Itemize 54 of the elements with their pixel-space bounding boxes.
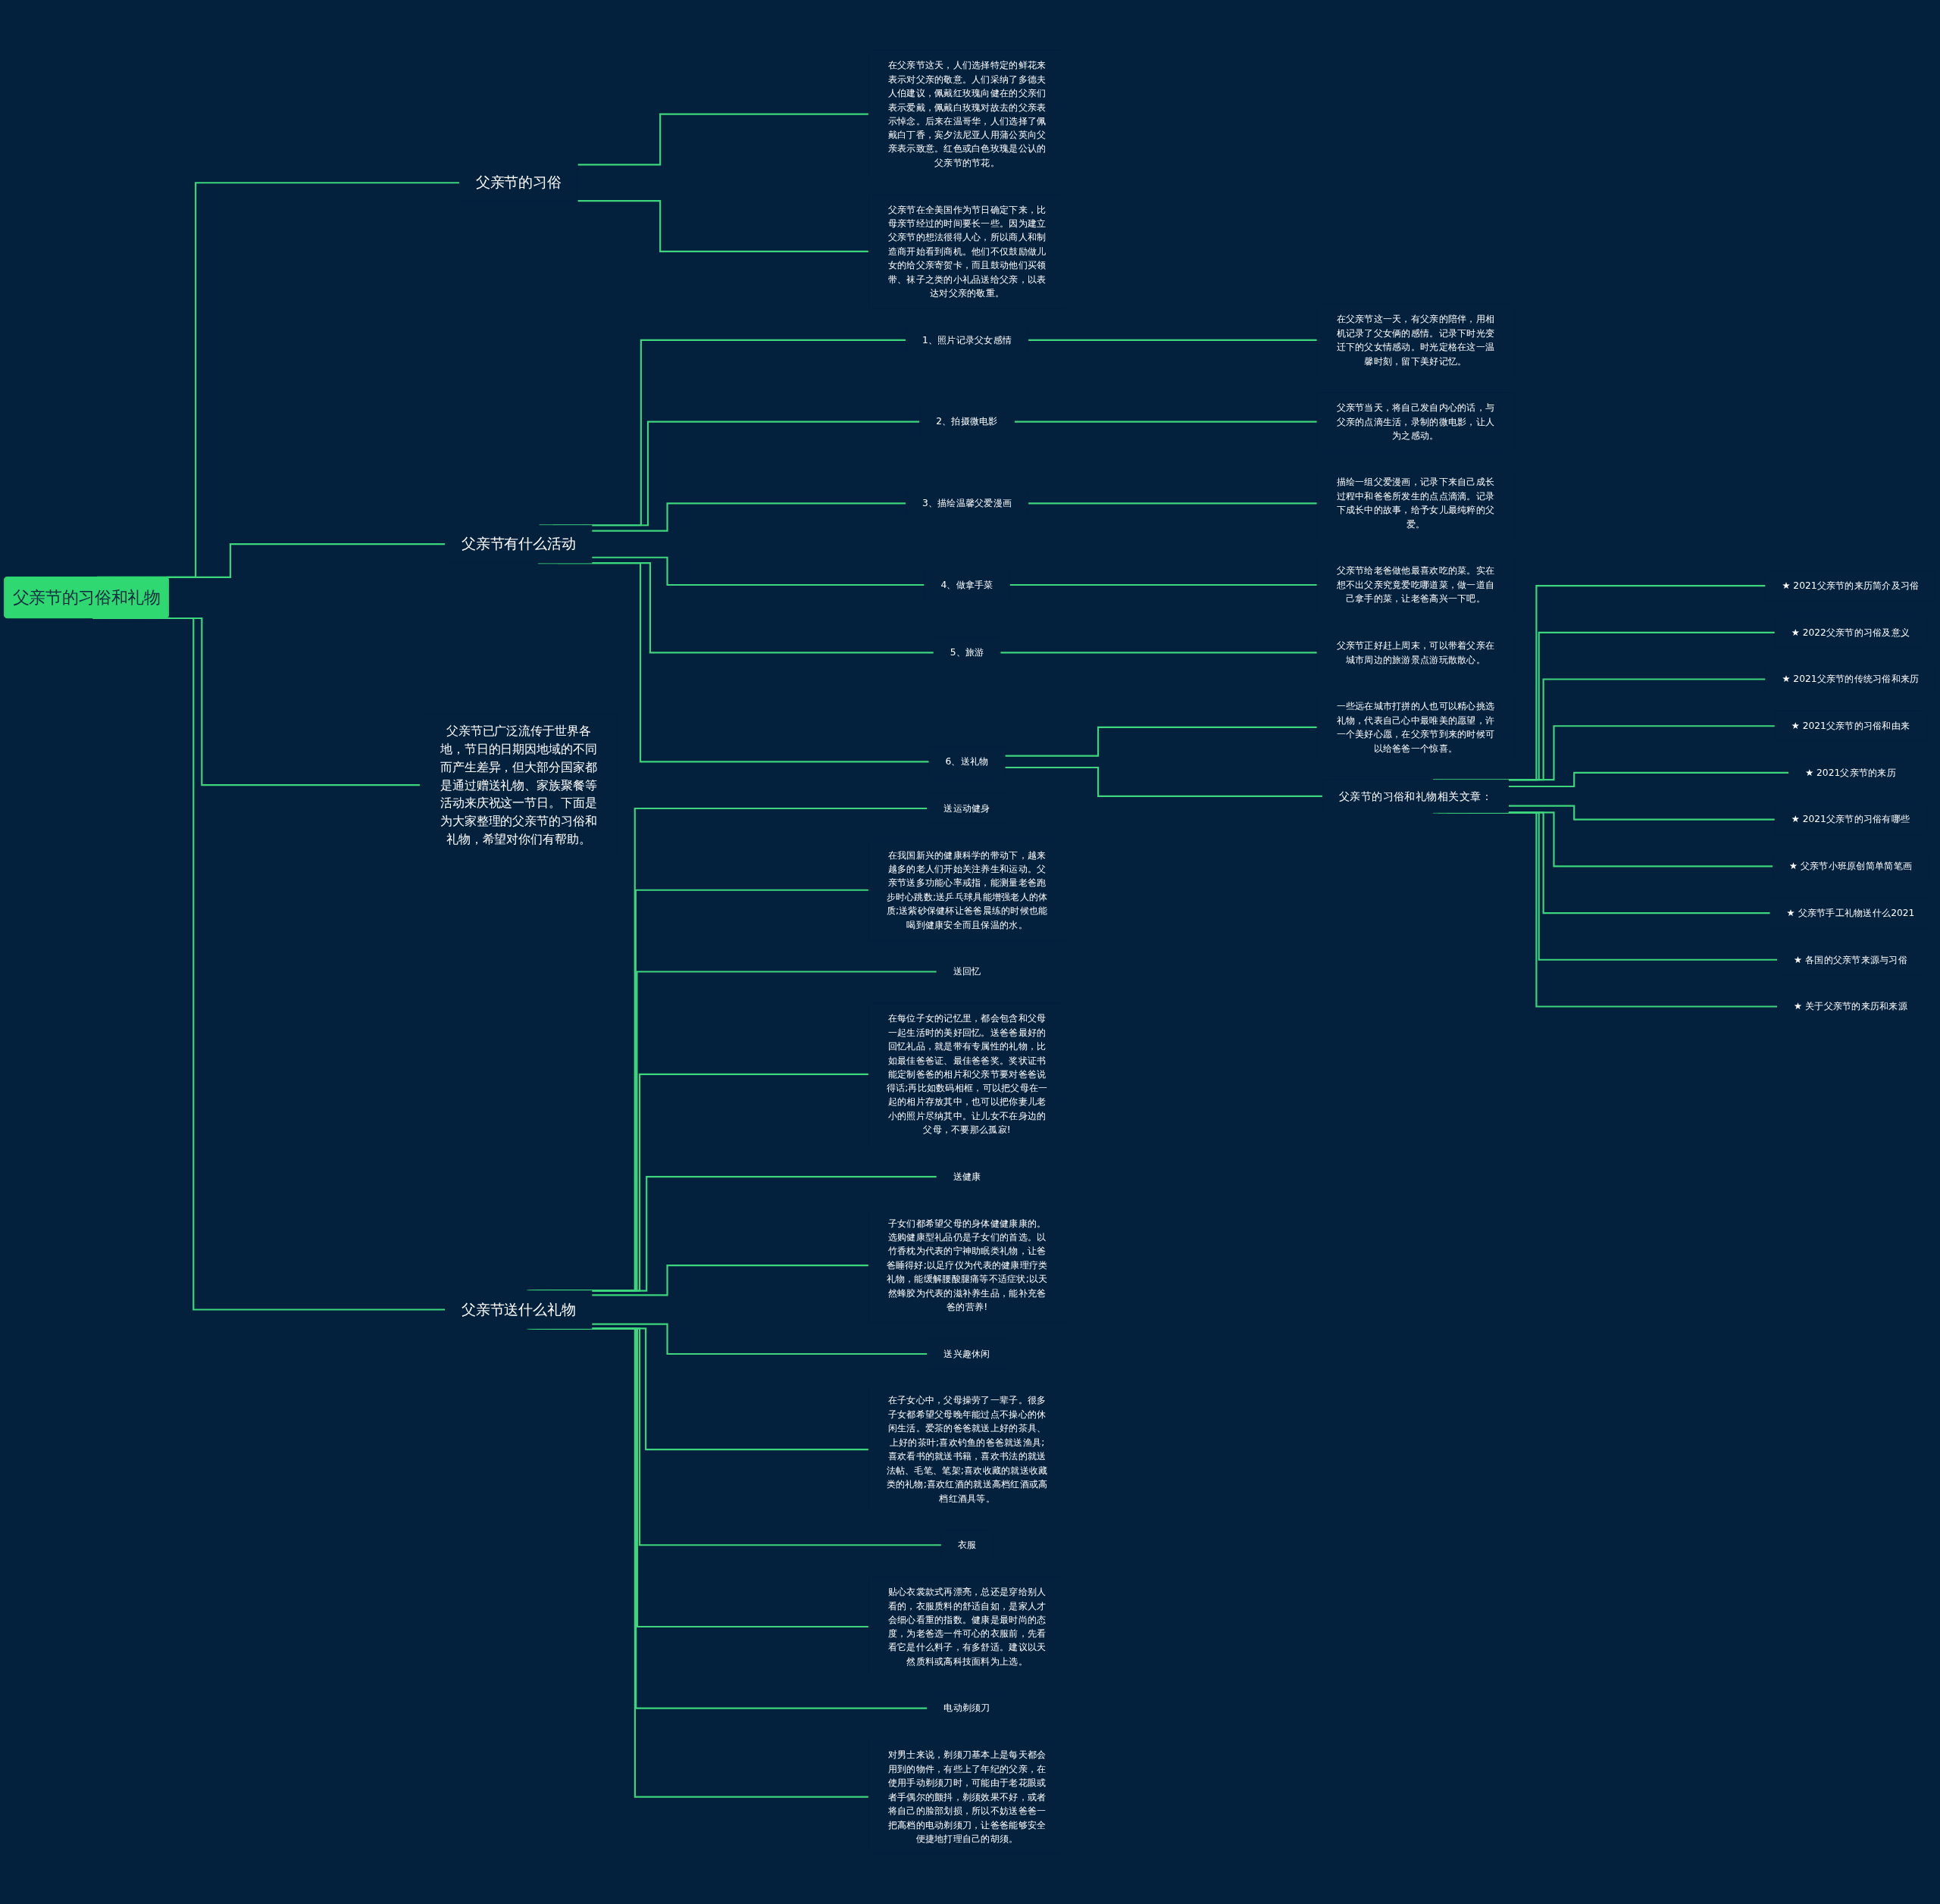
connector <box>1508 805 1776 821</box>
node-text: 在父亲节这一天，有父亲的陪伴，用相机记录了父女俩的感情。记录下时光变迁下的父女情感动。时光定格在这一温馨时刻，留下美好记忆。 <box>1336 313 1495 367</box>
node-text: 父亲节的习俗 <box>475 174 562 191</box>
connector <box>1028 502 1317 505</box>
connector <box>591 502 906 532</box>
node-text: 送回忆 <box>953 965 981 977</box>
node-text: ★ 2021父亲节的习俗有哪些 <box>1791 813 1910 825</box>
node-text: 对男士来说，剃须刀基本上是每天都会用到的物件，有些上了年纪的父亲，在使用手动剃须刀时，可能由于老花眼或者手偶尔的颤抖，剃须效果不好，或者将自己的脸部划损，所以不妨送爸爸一把高档的电动剃须刀，让爸爸能够安全便捷地打理自己的胡须。 <box>887 1749 1047 1844</box>
node-text: 贴心衣裳款式再漂亮，总还是穿给别人看的，衣服质料的舒适自如，是家人才会细心看重的指数。健康是最时尚的态度，为老爸选一件可心的衣服前，先看看它是什么料子，有多舒适。建议以天然质料或高科技面料为上选。 <box>887 1586 1047 1667</box>
connector <box>1005 766 1323 797</box>
node-text: ★ 2021父亲节的习俗和由来 <box>1791 720 1910 731</box>
node-text: 1、照片记录父女感情 <box>922 334 1012 345</box>
connector <box>1508 771 1789 788</box>
node-text: 父亲节给老爸做他最喜欢吃的菜。实在想不出父亲究竟爱吃哪道菜，做一道自己拿手的菜，让老爸高兴一下吧。 <box>1336 564 1495 605</box>
connector <box>1000 652 1317 654</box>
node-text: ★ 2021父亲节的传统习俗和来历 <box>1782 673 1920 685</box>
node-text: 2、拍摄微电影 <box>936 415 998 427</box>
connector <box>1014 421 1317 423</box>
node-text: ★ 关于父亲节的来历和来源 <box>1794 1000 1907 1012</box>
connector <box>166 543 446 578</box>
connector <box>1005 726 1317 757</box>
node-text: ★ 2022父亲节的习俗及意义 <box>1791 627 1910 638</box>
node-text: ★ 父亲节小班原创简单简笔画 <box>1788 860 1913 872</box>
node-text: 父亲节已广泛流传于世界各地，节日的日期因地域的不同而产生差异，但大部分国家都是通过赠送礼物、家族聚餐等活动来庆祝这一节日。下面是为大家整理的父亲节的习俗和礼物，希望对你们有帮助。 <box>440 724 597 846</box>
node-text: ★ 各国的父亲节来源与习俗 <box>1794 954 1907 965</box>
node-text: 电动剃须刀 <box>943 1702 990 1714</box>
node-text: 描绘一组父爱漫画，记录下来自己成长过程中和爸爸所发生的点点滴滴。记录下成长中的故事，给予女儿最纯粹的父爱。 <box>1336 476 1495 530</box>
node-text: 子女们都希望父母的身体健健康康的。选购健康型礼品仍是子女们的首选。以竹香枕为代表的宁神助眠类礼物，让爸爸睡得好;以足疗仪为代表的健康理疗类礼物，能缓解腰酸腿痛等不适症状;以天然蜂胶为代表的滋补养生品，能补充爸爸的营养! <box>886 1218 1048 1312</box>
connector <box>591 1323 928 1355</box>
node-text: 父亲节正好赶上周末，可以带着父亲在城市周边的旅游景点游玩散散心。 <box>1336 639 1495 665</box>
connector <box>1028 339 1317 341</box>
node-text: 衣服 <box>957 1539 977 1550</box>
node-text: 3、描绘温馨父爱漫画 <box>922 497 1012 508</box>
connector <box>1009 583 1317 586</box>
connector <box>591 556 925 586</box>
node-text: 在父亲节这天，人们选择特定的鲜花来表示对父亲的敬意。人们采纳了多德夫人伯建议，佩戴红玫瑰向健在的父亲们表示爱戴，佩戴白玫瑰对故去的父亲表示悼念。后来在温哥华，人们选择了佩戴白丁香，宾夕法尼亚人用蒲公英向父亲表示致意。红色或白色玫瑰是公认的父亲节的节花。 <box>887 59 1047 168</box>
node-text: ★ 2021父亲节的来历 <box>1805 767 1896 778</box>
node-text: 在子女心中，父母操劳了一辈子。很多子女都希望父母晚年能过点不操心的休闲生活。爱茶的爸爸就送上好的茶具、上好的茶叶;喜欢钓鱼的爸爸就送渔具;喜欢看书的就送书籍，喜欢书法的就送法帖、毛笔、笔架;喜欢收藏的就送收藏类的礼物;喜欢红酒的就送高档红酒或高档红酒具等。 <box>886 1394 1048 1504</box>
node-text: 在我国新兴的健康科学的带动下，越来越多的老人们开始关注养生和运动。父亲节送多功能心率戒指，能测量老爸跑步时心跳数;送乒乓球具能增强老人的体质;送紫砂保健杯让爸爸晨练的时候也能喝到健康安全而且保温的水。 <box>886 849 1048 930</box>
node-text: 6、送礼物 <box>945 755 989 768</box>
node-text: 父亲节当天，将自己发自内心的话，与父亲的点滴生活，录制的微电影，让人为之感动。 <box>1336 402 1495 441</box>
node-text: ★ 父亲节手工礼物送什么2021 <box>1786 907 1915 918</box>
node-text: 送运动健身 <box>943 802 990 814</box>
node-text: 在每位子女的记忆里，都会包含和父母一起生活时的美好回忆。送爸爸最好的回忆礼品，就是带有专属性的礼物，比如最佳爸爸证、最佳爸爸奖。奖状证书能定制爸爸的相片和父亲节要对爸爸说得话;再比如数码相框，可以把父母在一起的相片存放其中，也可以把你妻儿老小的照片尽纳其中。让儿女不在身边的父母，不要那么孤寂! <box>886 1012 1048 1136</box>
connector <box>577 200 869 252</box>
node-text: 一些远在城市打拼的人也可以精心挑选礼物，代表自己心中最唯美的愿望，许一个美好心愿，在父亲节到来的时候可以给爸爸一个惊喜。 <box>1336 700 1495 754</box>
node-text: 父亲节在全美国作为节日确定下来，比母亲节经过的时间要长一些。因为建立父亲节的想法很得人心，所以商人和制造商开始看到商机。他们不仅鼓励做儿女的给父亲寄贺卡，而且鼓动他们买领带、袜子之类的小礼品送给父亲，以表达对父亲的敬重。 <box>887 203 1047 299</box>
connector <box>577 113 869 166</box>
node-text: 送兴趣休闲 <box>943 1348 990 1359</box>
node-text: 送健康 <box>953 1171 981 1182</box>
node-text: 5、旅游 <box>950 646 984 658</box>
node-text: 4、做拿手菜 <box>940 579 993 590</box>
node-text: ★ 2021父亲节的来历简介及习俗 <box>1782 580 1920 591</box>
connector <box>591 1264 869 1296</box>
